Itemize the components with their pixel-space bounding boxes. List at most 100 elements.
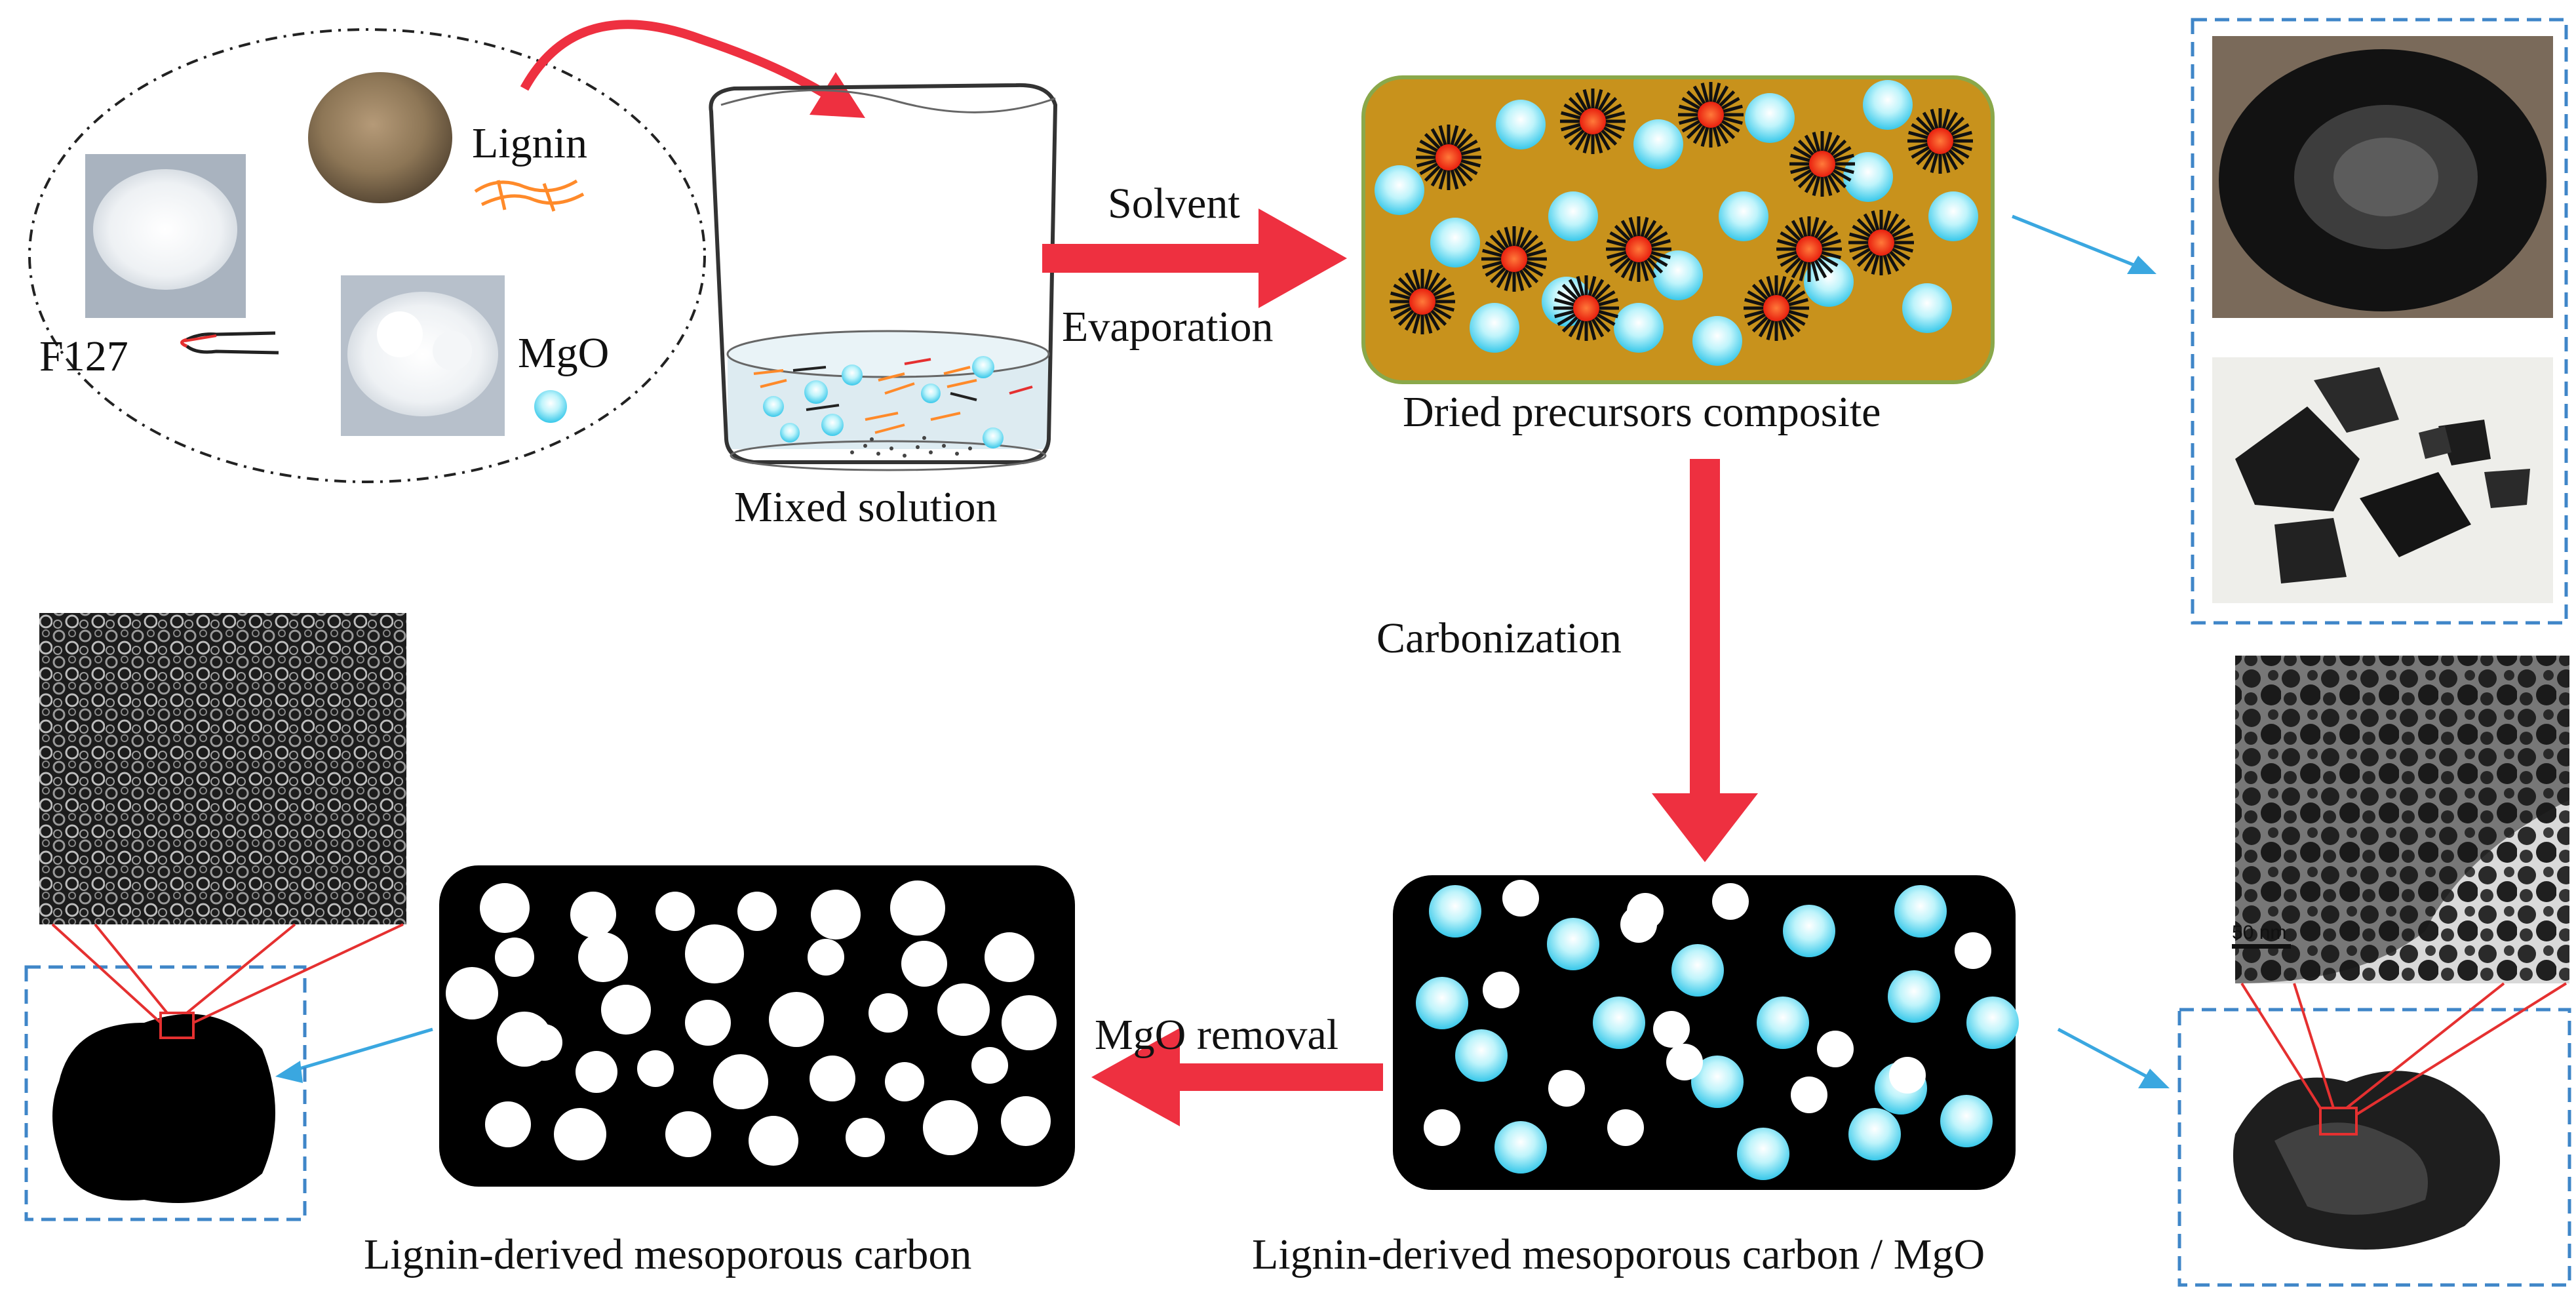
composite-mgo-spheres bbox=[1375, 80, 1978, 366]
mgo-sphere bbox=[1804, 257, 1854, 307]
beaker-glass bbox=[709, 83, 1058, 464]
pore bbox=[1001, 1096, 1051, 1146]
mgo-sphere bbox=[1894, 885, 1947, 938]
lignin-photo bbox=[305, 66, 456, 213]
mgo-sphere bbox=[1494, 1121, 1547, 1174]
pore bbox=[749, 1116, 798, 1166]
reagents-group: Lignin F127 MgO bbox=[28, 28, 706, 483]
scale-bar-label: 50 nm bbox=[2232, 922, 2286, 943]
pore bbox=[846, 1118, 885, 1157]
pore bbox=[665, 1111, 711, 1157]
mgo-sphere bbox=[1691, 1056, 1744, 1108]
mgo-sphere bbox=[1429, 885, 1481, 938]
mgo-sphere bbox=[1633, 119, 1683, 169]
mgo-photo bbox=[341, 275, 505, 436]
reagents-dashed-ellipse bbox=[28, 28, 706, 483]
dried-composite-block bbox=[1361, 75, 1995, 384]
pore bbox=[685, 1000, 731, 1046]
micelle bbox=[1416, 125, 1481, 190]
micelle bbox=[1390, 269, 1455, 334]
micelle bbox=[1553, 275, 1619, 341]
pore bbox=[570, 892, 616, 938]
pore bbox=[713, 1054, 768, 1109]
mgo-sphere bbox=[1430, 218, 1480, 267]
pore bbox=[810, 1056, 855, 1101]
carbonization-arrow bbox=[1652, 459, 1758, 862]
pore bbox=[655, 892, 695, 931]
pore bbox=[1548, 1070, 1585, 1107]
carbonization-label: Carbonization bbox=[1376, 614, 1622, 662]
tem-image: 50 nm bbox=[2232, 656, 2569, 983]
mgo-sphere bbox=[1902, 283, 1952, 333]
carbon-mgo-label: Lignin-derived mesoporous carbon / MgO bbox=[1252, 1231, 1985, 1278]
mgo-sphere bbox=[1547, 918, 1599, 970]
fragments-photo bbox=[2212, 357, 2553, 603]
pore bbox=[923, 1100, 978, 1155]
mgo-sphere bbox=[1737, 1128, 1789, 1180]
mgo-sphere bbox=[1593, 997, 1645, 1049]
mgo-sphere bbox=[1843, 152, 1893, 202]
mgo-sphere bbox=[1653, 250, 1703, 300]
pore bbox=[1620, 906, 1657, 943]
f127-label: F127 bbox=[39, 332, 128, 380]
mgo-label: MgO bbox=[518, 329, 609, 377]
beaker-particles bbox=[850, 436, 972, 458]
pore bbox=[576, 1051, 617, 1093]
dish-photo bbox=[2212, 36, 2553, 318]
pore bbox=[1712, 883, 1749, 920]
mgo-removal-label: MgO removal bbox=[1095, 1011, 1338, 1059]
beaker-mgo-spheres bbox=[763, 356, 1004, 448]
pore bbox=[685, 924, 744, 983]
mgo-sphere bbox=[1671, 944, 1724, 997]
f127-polymer-icon bbox=[180, 331, 279, 355]
mgo-sphere-icon bbox=[534, 390, 567, 423]
pore bbox=[446, 967, 498, 1019]
pore bbox=[1502, 880, 1539, 917]
pore bbox=[1424, 1109, 1460, 1146]
pore bbox=[885, 1062, 924, 1101]
evaporation-label: Evaporation bbox=[1062, 303, 1274, 351]
micelle bbox=[1776, 216, 1842, 282]
pore bbox=[901, 941, 947, 987]
pore bbox=[495, 938, 534, 977]
pore bbox=[578, 932, 628, 982]
mgo-sphere bbox=[1848, 1108, 1901, 1160]
pore bbox=[1791, 1077, 1827, 1113]
micelle bbox=[1907, 108, 1973, 174]
pore bbox=[1955, 932, 1991, 969]
pore bbox=[1002, 995, 1057, 1050]
pore bbox=[480, 883, 530, 933]
mgo-sphere bbox=[1888, 970, 1940, 1023]
beaker bbox=[709, 83, 1058, 471]
mgo-sphere bbox=[1692, 316, 1742, 366]
evaporation-arrow bbox=[1042, 208, 1347, 308]
mgo-sphere bbox=[1614, 303, 1664, 353]
pore bbox=[737, 892, 777, 931]
pore bbox=[1483, 972, 1519, 1008]
mgo-sphere bbox=[1455, 1029, 1508, 1082]
mgo-sphere bbox=[1719, 191, 1768, 241]
lignin-label: Lignin bbox=[472, 119, 587, 167]
pore bbox=[554, 1108, 606, 1160]
mgo-sphere bbox=[1496, 100, 1546, 149]
micelle bbox=[1789, 131, 1855, 197]
pore bbox=[868, 993, 908, 1033]
mgo-sphere bbox=[1416, 977, 1468, 1029]
f127-photo bbox=[85, 154, 246, 318]
pore bbox=[890, 880, 945, 936]
pore bbox=[497, 1012, 552, 1067]
solvent-label: Solvent bbox=[1108, 180, 1240, 227]
beaker-fibers bbox=[753, 358, 1033, 434]
pore bbox=[769, 992, 824, 1047]
pore bbox=[985, 932, 1034, 982]
mgo-sphere bbox=[1863, 80, 1913, 130]
pore bbox=[1607, 1109, 1644, 1146]
pore bbox=[808, 939, 844, 976]
pore bbox=[485, 1101, 531, 1147]
mixed-solution-label: Mixed solution bbox=[734, 483, 998, 531]
pore bbox=[937, 983, 990, 1036]
dried-composite-label: Dried precursors composite bbox=[1403, 388, 1881, 436]
mgo-sphere bbox=[1470, 303, 1519, 353]
pore bbox=[1889, 1057, 1926, 1094]
